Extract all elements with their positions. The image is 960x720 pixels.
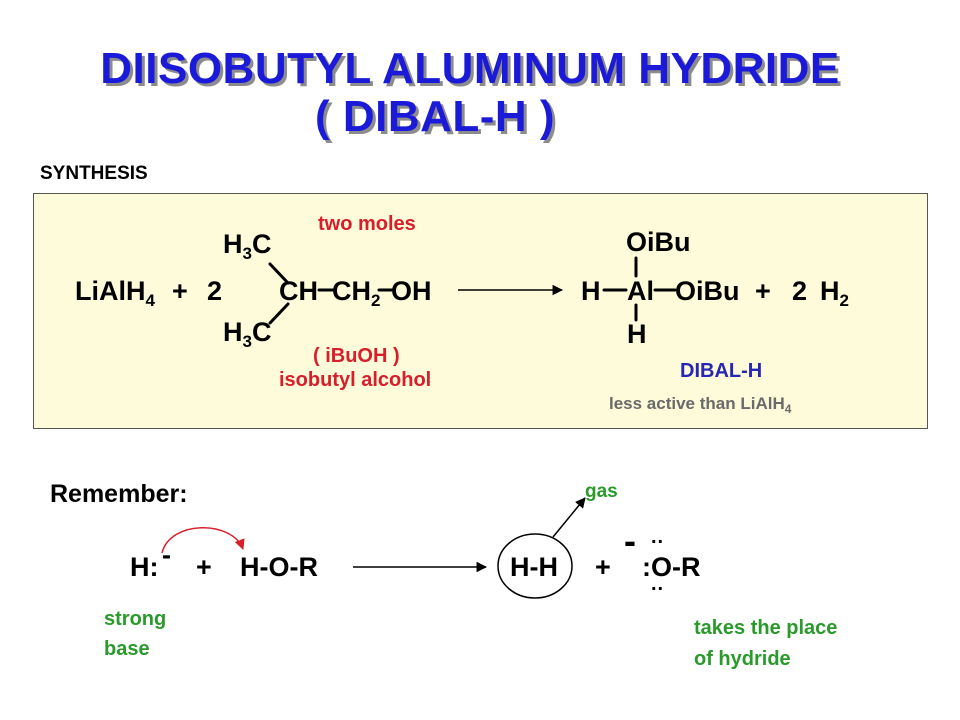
page-subtitle: ( DIBAL-H ): [314, 92, 556, 141]
hydrogen-bottom: H: [627, 319, 647, 349]
ch2-group: CH2: [332, 276, 380, 311]
methyl-group-bottom: H3C: [223, 317, 271, 352]
coefficient-2-product: 2: [792, 276, 808, 306]
synthesis-panel: [33, 193, 928, 429]
h2-text: H: [820, 276, 840, 306]
h3c-top-sub: 3: [242, 244, 252, 263]
h2-subscript: 2: [839, 291, 849, 310]
ch2-text: CH: [332, 276, 371, 306]
takes-place-line1: takes the place: [694, 617, 838, 639]
hydrogen-molecule: H-H: [510, 552, 558, 582]
synthesis-label: SYNTHESIS: [40, 163, 148, 184]
plus-sign-1: +: [172, 276, 188, 306]
alcohol-hor: H-O-R: [240, 552, 318, 582]
h3c-bottom-sub: 3: [242, 332, 252, 351]
plus-sign-4: +: [595, 552, 611, 582]
hydrogen-gas: H2: [820, 276, 849, 311]
plus-sign-2: +: [755, 276, 771, 306]
gas-label: gas: [585, 481, 618, 502]
oibu-top: OiBu: [626, 227, 691, 257]
less-active-text: less active than LiAlH: [609, 394, 785, 413]
two-moles-label: two moles: [318, 213, 416, 235]
electron-pushing-arrow: [161, 527, 245, 554]
less-active-subscript: 4: [784, 402, 792, 416]
gas-arrow: [552, 497, 586, 538]
alkoxide-charge: -: [624, 520, 636, 561]
aluminum-atom: Al: [627, 276, 654, 306]
methyl-group-top: H3C: [223, 229, 271, 264]
remember-label: Remember:: [50, 480, 188, 508]
h3c-bottom-c: C: [251, 317, 272, 347]
hydride-charge: -: [162, 540, 171, 570]
oh-group: OH: [391, 276, 432, 306]
ch2-subscript: 2: [371, 291, 381, 310]
dibal-h-label: DIBAL-H: [680, 360, 763, 382]
hydrogen-left: H: [581, 276, 601, 306]
isobutyl-alcohol-label: isobutyl alcohol: [279, 369, 432, 391]
ibuoh-label: ( iBuOH ): [313, 345, 400, 367]
coefficient-2: 2: [207, 276, 223, 306]
lialh4-text: LiAlH: [75, 276, 146, 306]
page-title: DIISOBUTYL ALUMINUM HYDRIDE: [100, 44, 840, 93]
less-active-note: less active than LiAlH4: [609, 394, 791, 416]
takes-place-line2: of hydride: [694, 648, 791, 670]
lialh4-reactant: LiAlH4: [75, 276, 155, 311]
hh-highlight-circle: [497, 533, 573, 599]
h3c-top-c: C: [251, 229, 272, 259]
base-label: base: [104, 638, 150, 660]
bond-ch3-bottom: [268, 302, 290, 325]
lialh4-subscript: 4: [145, 291, 155, 310]
hydride-ion: H:: [130, 552, 159, 582]
lone-pair-top: ..: [651, 526, 665, 548]
oibu-right: OiBu: [675, 276, 740, 306]
alkoxide-or: :O-R: [642, 552, 701, 582]
h3c-bottom-h: H: [223, 317, 243, 347]
lone-pair-bottom: ..: [651, 573, 665, 595]
plus-sign-3: +: [196, 552, 212, 582]
h3c-top-h: H: [223, 229, 243, 259]
strong-label: strong: [104, 608, 167, 630]
bond-ch3-top: [268, 262, 290, 285]
